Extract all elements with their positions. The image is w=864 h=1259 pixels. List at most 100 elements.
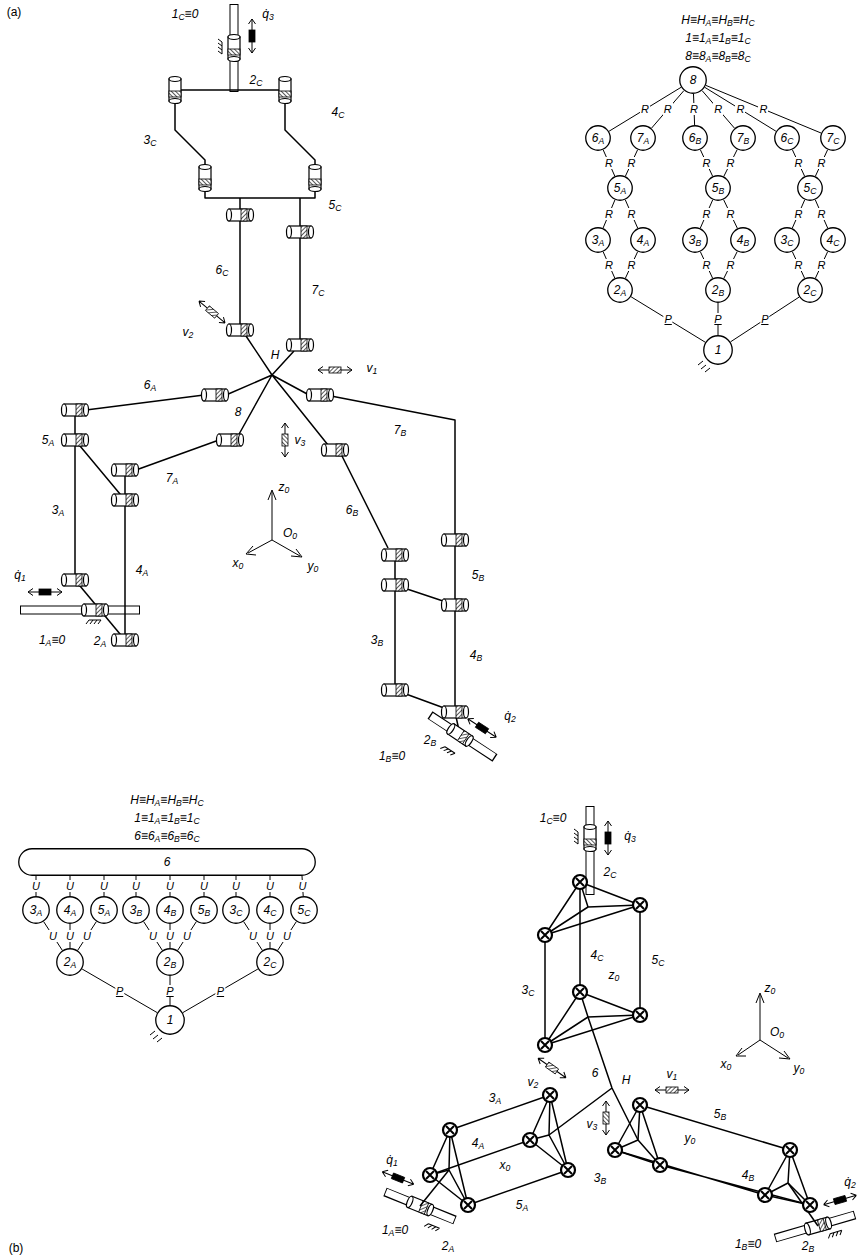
node-text: 1 [715, 343, 722, 357]
circle-shape [157, 949, 184, 976]
part-label: v3 [586, 1117, 599, 1131]
revolute-joint [287, 226, 314, 238]
circle-shape [731, 228, 756, 253]
link-circle: 1 [155, 1005, 185, 1035]
graph-edge [144, 922, 163, 951]
velocity-arrow [197, 298, 228, 325]
link-circle: 7B [730, 125, 756, 151]
circle-shape [821, 228, 846, 253]
part-label: 4B [469, 648, 483, 662]
link-circle: 6C [774, 125, 800, 151]
graph-edge [603, 150, 615, 176]
revolute-joint [199, 165, 211, 192]
link-lines [430, 1095, 568, 1205]
graph-edge [815, 252, 827, 278]
link-circle: 5C [290, 896, 318, 924]
circle-shape [57, 949, 84, 976]
node-label: 2C [804, 283, 817, 297]
subscript: 1 [673, 1072, 678, 1082]
part-label: H≡HA≡HB≡HC [680, 13, 755, 27]
part-label: 6C [215, 263, 230, 277]
node-label: 6 [164, 855, 171, 869]
node-label: 7A [637, 131, 649, 145]
link-lines [420, 882, 818, 1226]
part-label: v2 [182, 325, 195, 339]
graph-edge [631, 297, 705, 342]
graph-edge [603, 200, 615, 228]
node-text: 4A [64, 903, 76, 917]
subscript: C [150, 138, 156, 148]
part-label: 2A [93, 634, 107, 648]
part-label: 5C [328, 198, 343, 212]
part-label: 2C [249, 73, 264, 87]
revolute-joint [228, 35, 240, 62]
subscript: A [389, 1228, 395, 1238]
subscript: 2 [511, 714, 516, 724]
joint-type-label: R [604, 259, 614, 271]
universal-joint [538, 928, 552, 942]
revolute-joint [62, 574, 89, 586]
circle-shape [586, 228, 611, 253]
link-circle: 2A [607, 277, 633, 303]
graph-edge [652, 91, 684, 129]
node-label: 6B [689, 131, 701, 145]
subscript: B [725, 36, 731, 46]
link-lines [75, 416, 125, 500]
slider-rod [20, 4, 855, 1238]
part-label: 8 [234, 405, 243, 419]
ground-hatch [86, 39, 843, 1238]
part-label: 6A [143, 378, 157, 392]
actuator-arrow [381, 1168, 415, 1187]
node-label: 3C [781, 233, 794, 247]
part-label: H [621, 1073, 632, 1087]
node-text: 3B [130, 903, 142, 917]
universal-joint [633, 898, 647, 912]
part-label: v2 [527, 1075, 540, 1089]
circle-shape [798, 176, 823, 201]
link-lines [545, 882, 640, 1045]
subscript: B [720, 1112, 726, 1122]
part-label: z0 [764, 981, 777, 995]
coordinate-axes [760, 1040, 790, 1059]
circle-shape [157, 897, 184, 924]
part-label: y0 [307, 559, 320, 573]
revolute-joint [279, 77, 291, 104]
subscript: B [718, 288, 724, 298]
node-label: 5C [298, 903, 311, 917]
node-text: 2C [804, 283, 817, 297]
subscript: A [706, 54, 712, 64]
velocity-arrow [197, 298, 228, 325]
link-circle: 2C [256, 948, 284, 976]
actuator-arrow [605, 821, 612, 855]
graph-edge [244, 922, 263, 951]
ground-hatch [424, 1223, 439, 1232]
link-circle: 4B [156, 896, 184, 924]
link-lines [331, 396, 455, 534]
part-label: 5C [651, 953, 666, 967]
revolute-joint [382, 684, 409, 696]
subscript: A [172, 476, 178, 486]
circle-shape [798, 278, 823, 303]
subscript: 3 [269, 12, 274, 22]
link-circle: 3B [682, 227, 708, 253]
subscript: 0 [800, 1066, 805, 1076]
subscript: A [36, 908, 42, 918]
circle-shape [91, 897, 118, 924]
link-band: 6 [18, 848, 316, 876]
revolute-joint [382, 579, 409, 591]
part-label: 8≡8A≡8B≡8C [684, 49, 752, 63]
revolute-joint [445, 723, 474, 748]
link-lines [545, 992, 640, 1045]
joint-type-label: R [627, 208, 637, 220]
circle-shape [257, 949, 284, 976]
subscript: 0 [239, 561, 244, 571]
part-label: 5A [41, 433, 55, 447]
velocity-arrow [197, 298, 689, 1135]
subscript: A [155, 834, 161, 844]
node-label: 8 [690, 73, 697, 87]
subscript: A [48, 438, 54, 448]
ground-hatch [698, 361, 710, 372]
joint-type-label: P [663, 313, 672, 325]
circle-shape [291, 897, 318, 924]
